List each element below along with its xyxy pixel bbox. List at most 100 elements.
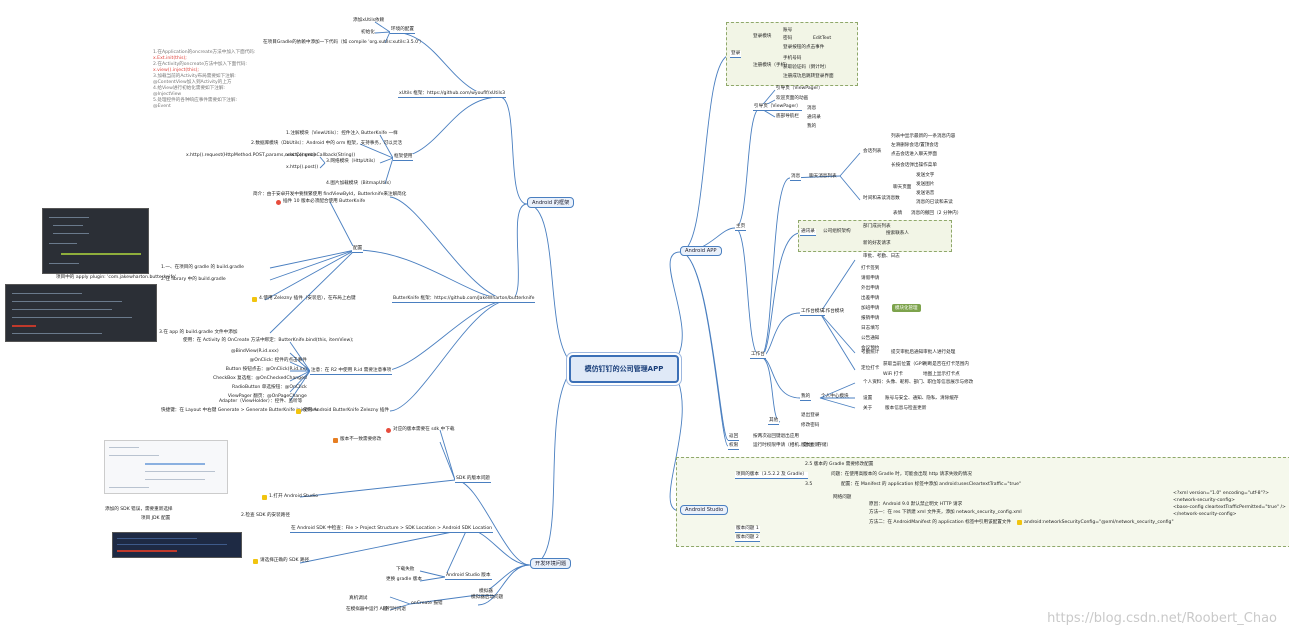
- xutils-step: 5.处理控件的各种响应事件需要如下注解:: [153, 98, 238, 103]
- studio-net2: 方法一：在 res 下新建 xml 文件夹，添加 network_securit…: [869, 510, 1022, 515]
- xutils-env-config[interactable]: 环境的配置: [390, 27, 415, 34]
- app-tab[interactable]: 工作台: [750, 352, 766, 359]
- butterknife-version: 插件 10 版本必须配合使用 ButterKnife: [283, 199, 366, 204]
- app-work-mod: 工作台模块: [821, 309, 844, 314]
- app-ma3: 点击会话进入聊天界面: [891, 152, 937, 157]
- branch-android-frameworks[interactable]: Android 的框架: [527, 197, 575, 208]
- app-w-c1: 获取当前位置（GPS）: [883, 362, 929, 367]
- app-l2c: 注册成功后跳转登录界面: [783, 74, 834, 79]
- xutils-step: @Event: [153, 104, 171, 109]
- studio-xml2: <network-security-config>: [1173, 498, 1235, 503]
- app-c2: 发送图片: [916, 182, 935, 187]
- app-c1: 发送文字: [916, 173, 935, 178]
- xutils-m3a: x.http().get(): [286, 153, 316, 158]
- studio-v2a: 配置：在 Manifest 的 application 标签中添加 androi…: [841, 482, 1022, 487]
- app-w-c2: 判断是否在打卡范围内: [923, 362, 969, 367]
- xutils-cfg1: 添加xUtils依赖: [353, 18, 385, 23]
- studio-s1[interactable]: 版本问题 1: [735, 526, 760, 533]
- work-item: 公告通知: [861, 336, 880, 341]
- dev-note2: 版本不一致需要修改: [340, 437, 382, 442]
- dev-emu-b: onCreate 报错: [411, 601, 443, 606]
- butterknife-config[interactable]: 配置: [352, 246, 364, 253]
- work-badge: 模块化管理: [892, 304, 921, 312]
- butterknife-intro: 简介：由于安卓开发中要频繁使用 findViewById，Butterknife…: [253, 192, 407, 197]
- branch-android-studio[interactable]: Android Studio: [680, 505, 729, 515]
- dev-emu-e: 在模拟器中运行 APP: [346, 607, 389, 612]
- work-item: 出差申请: [861, 296, 880, 301]
- dev-emu[interactable]: 模拟器: [478, 589, 494, 596]
- app-login[interactable]: 登录: [730, 51, 742, 58]
- app-back-text: 按两次返回键退出应用: [753, 434, 799, 439]
- app-ma1: 列表中显示最新的一条消息内容: [891, 134, 956, 139]
- studio-v2: 3.5: [805, 482, 813, 487]
- butterknife-step1b: 2.在 library 中的 build.gradle: [161, 277, 226, 282]
- dev-emu-d: 运行时闪退: [383, 607, 406, 612]
- xutils-usage[interactable]: 框架使用: [393, 154, 414, 161]
- xutils-cfg3: 在项目Gradle的依赖中添加一下代码（如 compile 'org.xutil…: [263, 40, 424, 45]
- xutils-step: 4.给View进行初始化需要如下注解:: [153, 86, 225, 91]
- app-mi3: 账号与安全、通知、隐私、清除缓存: [885, 396, 959, 401]
- app-perm[interactable]: 权限: [728, 443, 740, 450]
- app-login-box: 登录模块: [753, 34, 772, 39]
- app-ct4: 新的好友请求: [863, 241, 891, 246]
- dev-jdk-head: 项目 JDK 配置: [141, 516, 171, 521]
- app-msg-b: 时间和未读消息数: [863, 196, 900, 201]
- app-h2: 欢迎页面的动画: [776, 96, 809, 101]
- dev-step-a: 1.打开 Android Studio: [269, 494, 318, 499]
- work-items: 打卡签到 请假申请 外出申请 出差申请 加班申请 报销申请 日志填写 公告通知 …: [860, 266, 880, 356]
- xutils-step: @ContentView加入到Activity的上方: [153, 80, 232, 85]
- xutils-m3b: x.http().post(): [286, 165, 319, 170]
- studio-xml1: <?xml version="1.0" encoding="utf-8"?>: [1173, 491, 1269, 496]
- app-mi2: 设置: [863, 396, 873, 401]
- butterknife-item-adapter: Adapter（ViewHolder）：控件、监听等: [219, 399, 303, 404]
- butterknife-item: CheckBox 复选框：@OnCheckedChanged: [213, 376, 307, 381]
- app-h3c: 我的: [807, 124, 817, 129]
- butterknife-footer: 快捷键：在 Layout 中右键 Generate > Generate But…: [161, 408, 319, 413]
- studio-net: 网络问题: [833, 495, 852, 500]
- note-icon: [296, 409, 301, 414]
- xutils-title[interactable]: xUtils 框架：https://github.com/wyouflf/xUt…: [398, 91, 507, 98]
- app-h1[interactable]: 引导页（ViewPager）: [753, 104, 802, 111]
- studio-s2[interactable]: 版本问题 2: [735, 535, 760, 542]
- branch-android-app[interactable]: Android APP: [680, 246, 722, 256]
- app-w-note: 审批、考勤、日志: [863, 254, 900, 259]
- app-work[interactable]: 工作台模块: [800, 309, 825, 316]
- app-mine[interactable]: 我的: [800, 394, 812, 401]
- studio-sdk-ver[interactable]: 项目的版本（3.5.2.2 及 Gradle）: [735, 472, 809, 479]
- dev-sdk[interactable]: SDK 的版本问题: [455, 476, 491, 483]
- app-ct3: 搜索联系人: [886, 231, 909, 236]
- dev-emu-a: 模拟器启动问题: [471, 595, 504, 600]
- work-item: 会议预约: [861, 346, 880, 351]
- app-contacts[interactable]: 通讯录: [800, 229, 816, 236]
- dev-gradle[interactable]: Android Studio 版本: [445, 573, 492, 580]
- note-icon: [252, 297, 257, 302]
- studio-net3: 方法二：在 AndroidManifest 的 application 标签中引…: [869, 520, 1012, 525]
- studio-xml4: </network-security-config>: [1173, 512, 1237, 517]
- butterknife-ide-plugin: 4.使用 Zelezny 插件（安装后），在布局上右键: [259, 296, 356, 301]
- root-node[interactable]: 模仿钉钉的公司管理APP: [569, 355, 679, 383]
- code-screenshot-1: [42, 208, 149, 274]
- watermark: https://blog.csdn.net/Roobert_Chao: [1047, 611, 1277, 626]
- app-ma2: 左滑删除会话/置顶会话: [891, 143, 939, 148]
- app-l1c: EditText: [813, 36, 832, 41]
- butterknife-title[interactable]: ButterKnife 框架：https://github.com/JakeWh…: [392, 296, 536, 303]
- xutils-cfg2: 初始化: [361, 30, 375, 35]
- work-item: 日志填写: [861, 326, 880, 331]
- dev-bad-sdk: 添加的 SDK 错误，需要重新选择: [105, 507, 173, 512]
- app-msg[interactable]: 消息: [790, 174, 802, 181]
- butterknife-footer2: 使用 Android ButterKnife Zelezny 插件: [303, 408, 390, 413]
- butterknife-plugin: 项目中的 apply plugin: 'com.jakewharton.butt…: [56, 275, 177, 280]
- xutils-m2: 2.数据库模块（DbUtils）：Android 中的 orm 框架，支持事务，…: [251, 141, 402, 146]
- butterknife-notice[interactable]: 注意：在 R2 中使用 R.id 需要注意事项: [310, 368, 393, 375]
- app-misc[interactable]: 其他: [768, 418, 780, 425]
- dev-jdk-note[interactable]: 在 Android SDK 中检查：File > Project Structu…: [290, 526, 494, 533]
- work-item: 请假申请: [861, 276, 880, 281]
- app-home[interactable]: 主页: [735, 224, 747, 231]
- app-back[interactable]: 返回: [728, 434, 740, 441]
- xutils-step: 2.在Activity的oncreate方法中加入下面代码:: [153, 62, 247, 67]
- note-icon: [262, 495, 267, 500]
- app-l1a: 密码: [783, 36, 793, 41]
- branch-dev-env[interactable]: 开发环境问题: [530, 558, 572, 569]
- dev-note1: 对应的版本需要在 sdk 中下载: [393, 427, 455, 432]
- xutils-step: @InjectView: [153, 92, 182, 97]
